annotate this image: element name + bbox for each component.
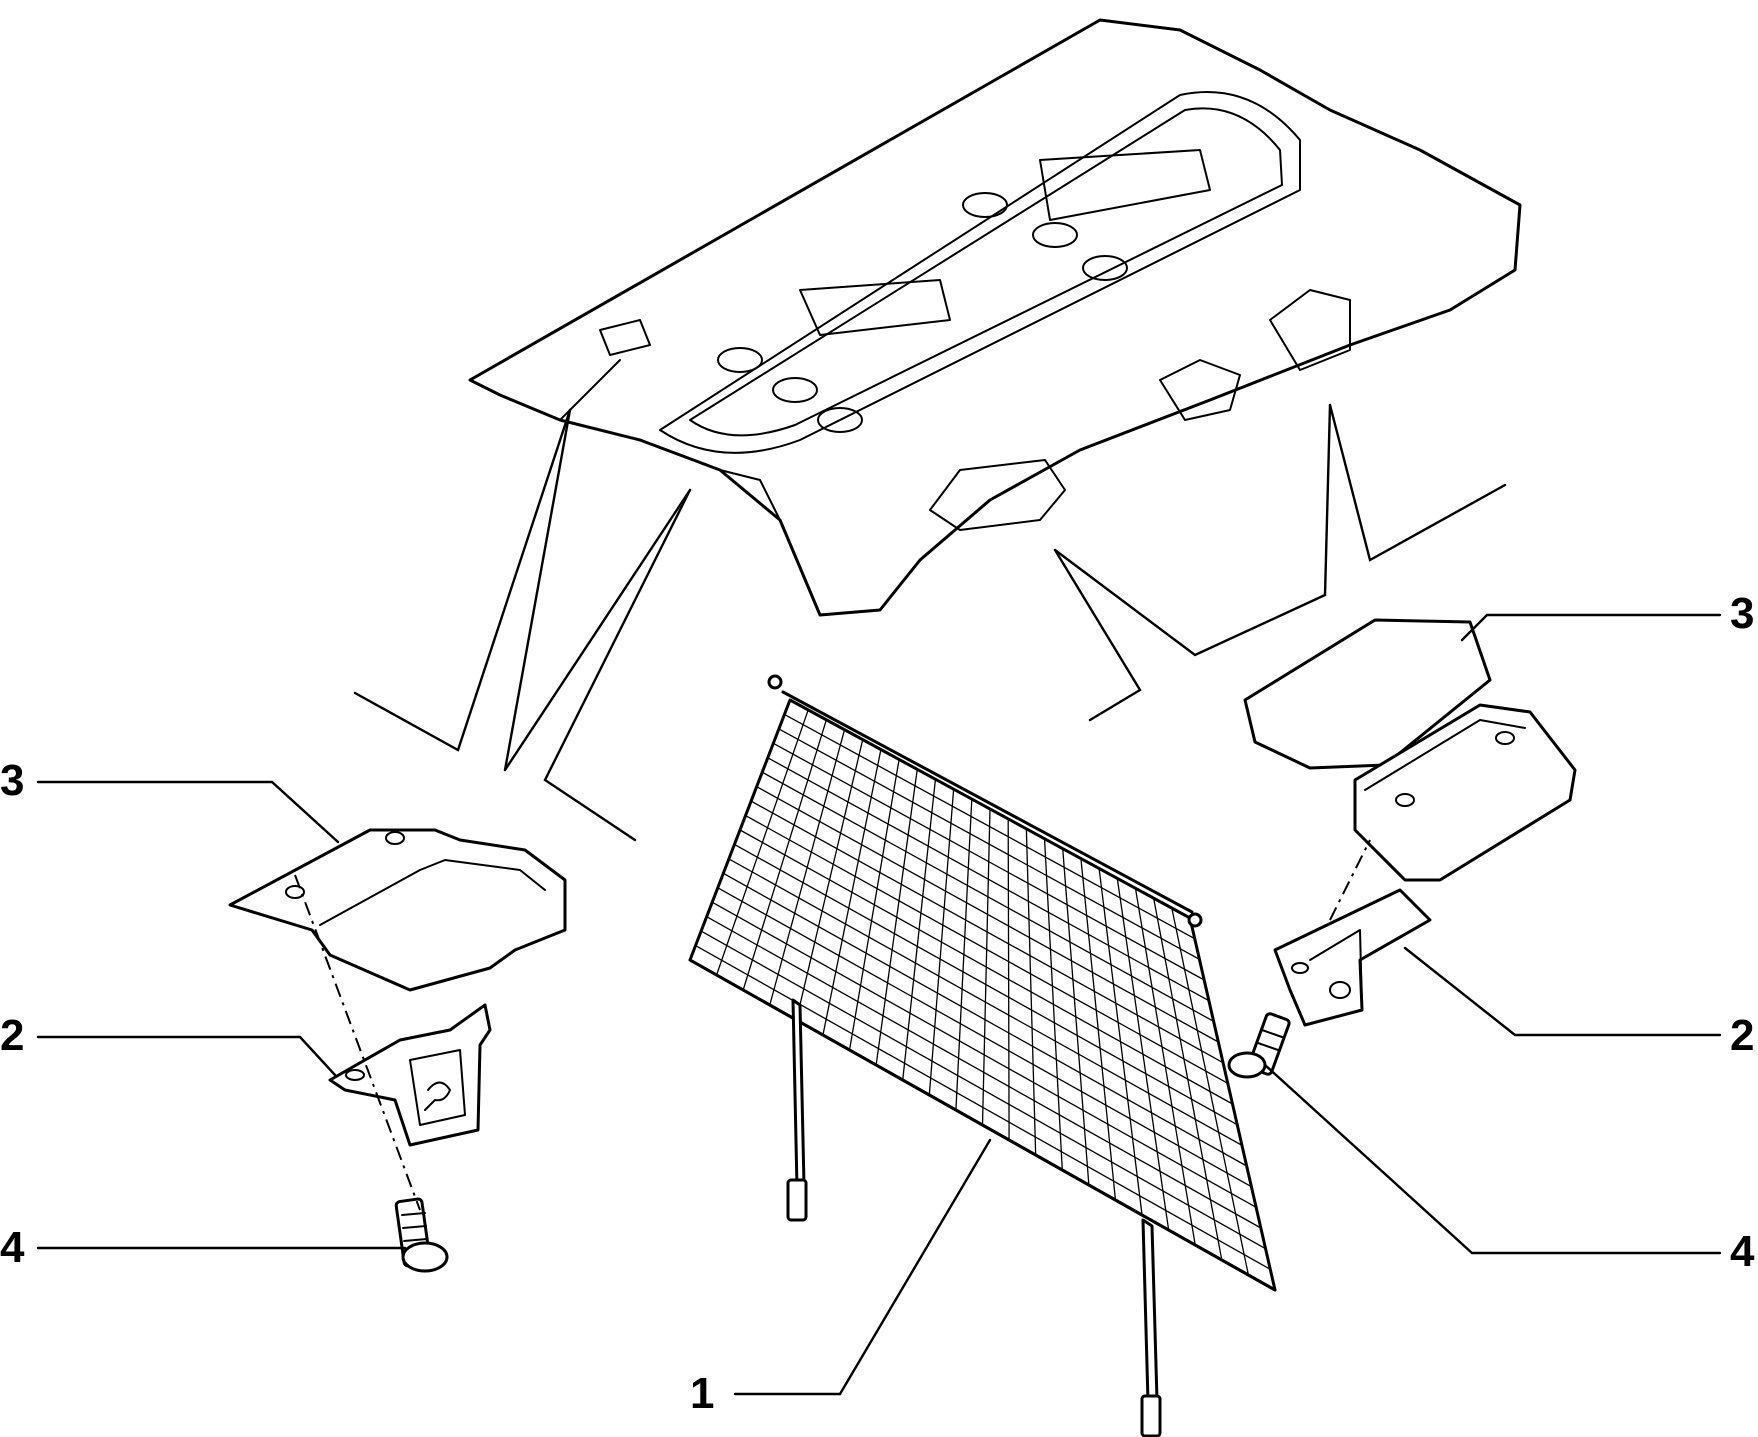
callout-net: 1 xyxy=(690,1369,714,1418)
net-mesh-line xyxy=(773,742,1205,981)
net-mesh-line xyxy=(761,771,1214,1022)
net-mesh-line xyxy=(695,944,1271,1270)
bracket-left xyxy=(328,1003,492,1147)
net-mesh-line xyxy=(728,858,1243,1146)
callout-screw-left: 4 xyxy=(0,1223,25,1272)
net-mesh-line xyxy=(706,916,1262,1229)
net-mesh-line xyxy=(784,713,1196,940)
net-mesh-line xyxy=(717,887,1252,1188)
callout-bracket-left: 2 xyxy=(0,1011,24,1060)
net-mesh-grid xyxy=(695,709,1271,1276)
callout-leaders xyxy=(36,613,1722,1396)
net-mesh-line xyxy=(745,814,1229,1084)
bracket-right xyxy=(1273,888,1432,1027)
net-mesh-line xyxy=(778,728,1200,960)
net-mesh-line xyxy=(700,930,1266,1250)
callout-cover-right: 3 xyxy=(1730,589,1754,638)
callout-cover-left: 3 xyxy=(0,756,24,805)
callout-bracket-right: 2 xyxy=(1730,1011,1754,1060)
screw-left xyxy=(394,1197,449,1273)
net-mesh-line xyxy=(734,843,1238,1126)
screw-right xyxy=(1227,1012,1291,1079)
assembly-leader-lines xyxy=(353,403,1507,842)
net-mesh-line xyxy=(711,901,1257,1208)
cover-right xyxy=(1243,618,1577,882)
roof-headliner xyxy=(468,18,1522,617)
net-mesh-line xyxy=(767,757,1210,1002)
luggage-net xyxy=(688,674,1277,1437)
centre-line-left xyxy=(294,874,421,1211)
callout-screw-right: 4 xyxy=(1730,1227,1755,1276)
net-mesh-line xyxy=(739,829,1233,1105)
net-mesh-line xyxy=(756,786,1219,1043)
net-mesh-line xyxy=(723,872,1247,1167)
net-mesh-line xyxy=(750,800,1224,1064)
cover-left xyxy=(228,828,567,992)
